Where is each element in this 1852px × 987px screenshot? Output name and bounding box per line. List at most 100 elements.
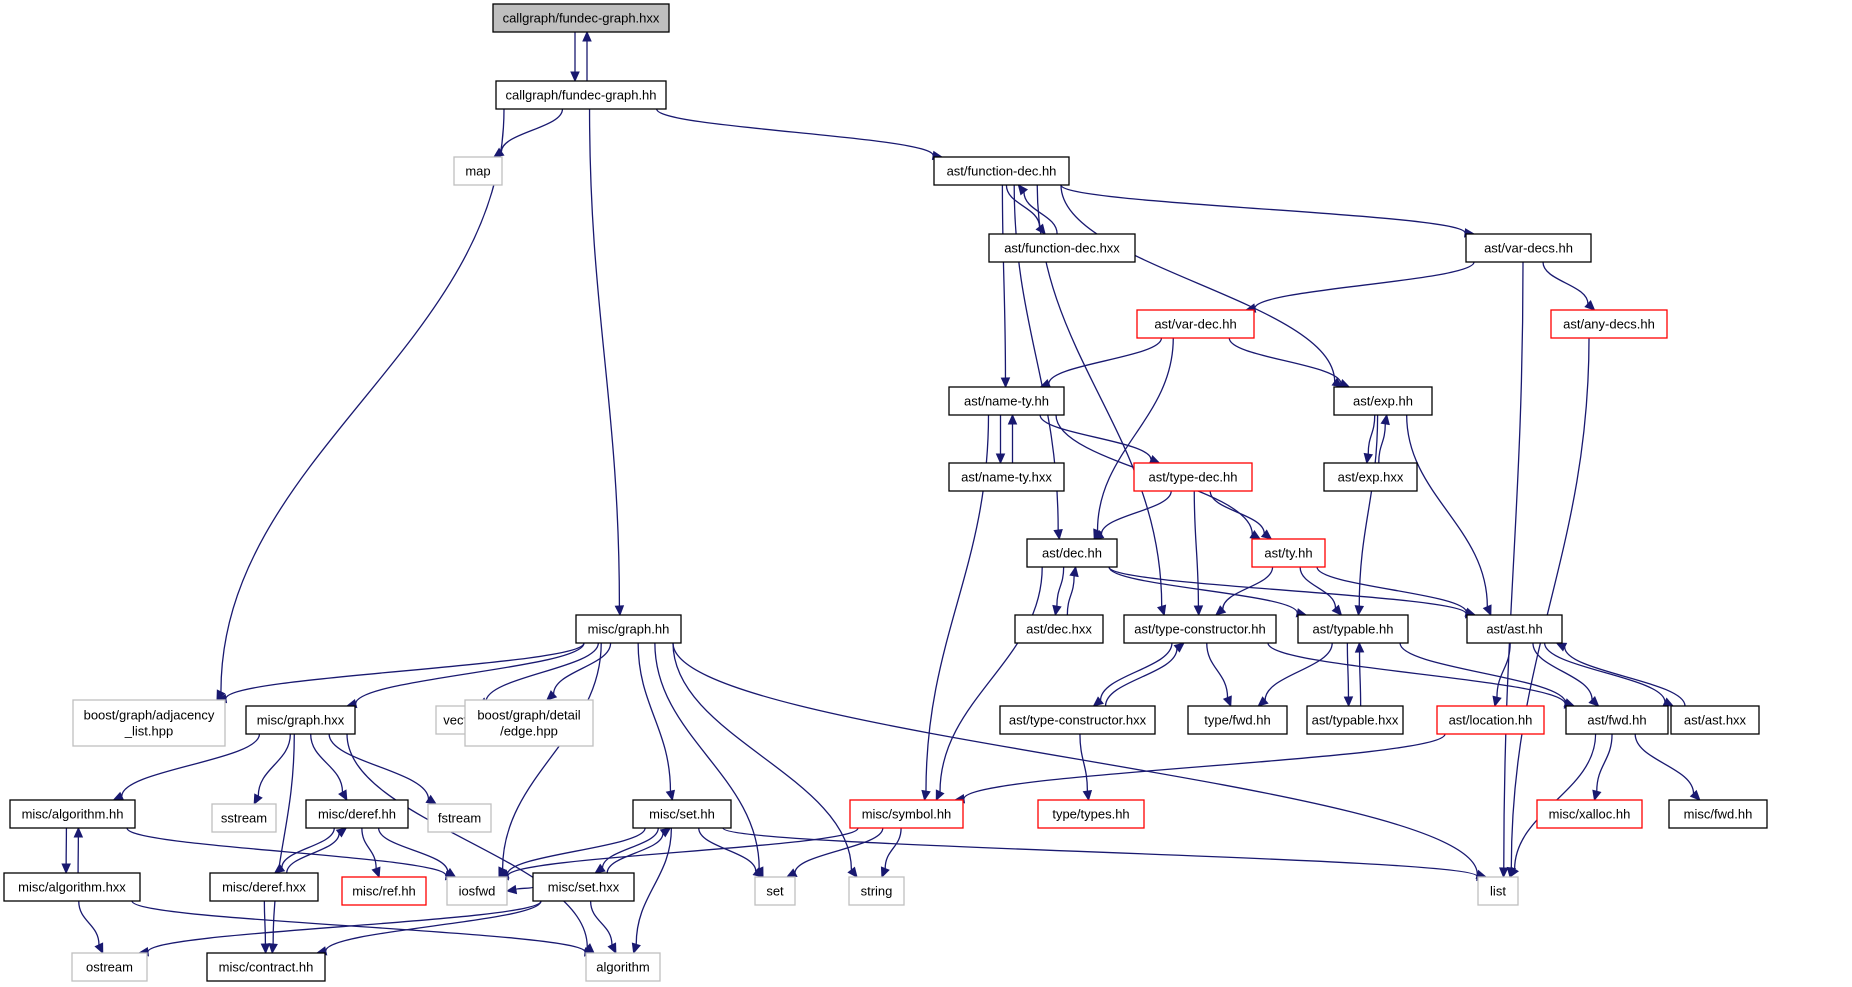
edge-mah-to-max <box>61 827 71 875</box>
node-iosfwd: iosfwd <box>446 876 508 906</box>
edge-msx-to-alg <box>589 900 617 955</box>
edge-tbh-to-tbx <box>1343 642 1354 708</box>
edge-mdh-to-iosfwd <box>377 827 457 878</box>
node-misc-contract-hh[interactable]: misc/contract.hh <box>206 952 326 982</box>
edge-msh-to-set <box>698 827 764 878</box>
node-ast-var-decs-hh[interactable]: ast/var-decs.hh <box>1465 233 1592 263</box>
node-type-fwd-hh[interactable]: type/fwd.hh <box>1187 705 1288 735</box>
edge-vdsh-to-vdh <box>1244 261 1475 313</box>
node-label: sstream <box>221 811 267 826</box>
node-misc-fwd-hh[interactable]: misc/fwd.hh <box>1668 799 1768 829</box>
edge-fdh-to-exph <box>1060 184 1343 388</box>
node-label: type/fwd.hh <box>1204 713 1271 728</box>
node-misc-xalloc-hh[interactable]: misc/xalloc.hh <box>1536 799 1643 829</box>
node-label: callgraph/fundec-graph.hxx <box>503 11 660 26</box>
node-type-types-hh[interactable]: type/types.hh <box>1037 799 1145 829</box>
edge-msx-to-msh <box>606 827 672 874</box>
node-callgraph-fundec-graph-hh[interactable]: callgraph/fundec-graph.hh <box>495 80 667 110</box>
edge-mgh-to-msh <box>637 642 676 802</box>
node-ast-fwd-hh[interactable]: ast/fwd.hh <box>1565 705 1669 735</box>
edge-loch-to-msyh <box>953 733 1446 804</box>
edge-layer <box>61 30 1701 957</box>
node-ast-name-ty-hxx[interactable]: ast/name-ty.hxx <box>948 462 1065 492</box>
edge-mgh-to-iosfwd <box>498 642 602 879</box>
node-label: ast/fwd.hh <box>1587 713 1646 728</box>
node-label: ast/name-ty.hh <box>964 394 1049 409</box>
node-label: misc/deref.hxx <box>222 880 306 895</box>
node-misc-set-hh[interactable]: misc/set.hh <box>632 799 732 829</box>
node-ast-function-dec-hh[interactable]: ast/function-dec.hh <box>933 156 1070 186</box>
edge-root-to-fgh <box>570 32 580 83</box>
edge-astx-to-asth <box>1555 642 1686 707</box>
edge-mdh-to-mrh <box>361 827 381 879</box>
edge-mdx-to-mdh <box>286 827 348 874</box>
node-misc-deref-hh[interactable]: misc/deref.hh <box>305 799 409 829</box>
edge-expx-to-exph <box>1378 413 1390 464</box>
node-label: ast/type-dec.hh <box>1149 470 1238 485</box>
node-ast-ast-hxx[interactable]: ast/ast.hxx <box>1670 705 1760 735</box>
node-misc-deref-hxx[interactable]: misc/deref.hxx <box>209 872 319 902</box>
node-label: ast/function-dec.hh <box>947 164 1057 179</box>
node-map: map <box>453 156 503 186</box>
node-misc-graph-hxx[interactable]: misc/graph.hxx <box>245 705 356 735</box>
edge-decx-to-dech <box>1066 565 1079 616</box>
node-label: misc/algorithm.hh <box>22 807 124 822</box>
node-misc-algorithm-hxx[interactable]: misc/algorithm.hxx <box>3 872 141 902</box>
node-ast-name-ty-hh[interactable]: ast/name-ty.hh <box>948 386 1065 416</box>
node-label: ast/location.hh <box>1449 713 1533 728</box>
edge-fgh-to-bgal <box>216 108 505 702</box>
node-label: ast/dec.hh <box>1042 546 1102 561</box>
edge-mgh-to-bgde <box>545 642 612 701</box>
edge-mgh-to-str <box>672 642 858 878</box>
node-ast-any-decs-hh[interactable]: ast/any-decs.hh <box>1550 309 1668 339</box>
node-ast-exp-hxx[interactable]: ast/exp.hxx <box>1323 462 1418 492</box>
edge-ntx-to-nth <box>1007 413 1018 464</box>
edge-tyh-to-tch <box>1214 566 1274 616</box>
edge-dech-to-msyh <box>935 566 1043 802</box>
edge-max-to-ost <box>78 900 104 955</box>
node-ast-ast-hh[interactable]: ast/ast.hh <box>1466 614 1563 644</box>
node-ast-typable-hh[interactable]: ast/typable.hh <box>1297 614 1409 644</box>
node-callgraph-fundec-graph-hxx[interactable]: callgraph/fundec-graph.hxx <box>492 3 670 33</box>
node-misc-graph-hh[interactable]: misc/graph.hh <box>575 614 682 644</box>
node-ast-type-constructor-hh[interactable]: ast/type-constructor.hh <box>1123 614 1277 644</box>
edge-vdh-to-nth <box>1039 337 1163 388</box>
node-ast-exp-hh[interactable]: ast/exp.hh <box>1333 386 1433 416</box>
node-ast-typable-hxx[interactable]: ast/typable.hxx <box>1306 705 1404 735</box>
node-ast-type-dec-hh[interactable]: ast/type-dec.hh <box>1133 462 1253 492</box>
edge-mah-to-iosfwd <box>126 827 457 881</box>
node-misc-set-hxx[interactable]: misc/set.hxx <box>532 872 635 902</box>
edge-tch-to-tfh <box>1206 642 1232 708</box>
edge-msyh-to-str <box>880 827 902 879</box>
edge-asth-to-astx <box>1543 642 1675 707</box>
edge-msyh-to-set <box>785 827 884 878</box>
edge-afh-to-mxh <box>1592 733 1613 802</box>
node-label: ast/typable.hxx <box>1312 713 1399 728</box>
node-ast-dec-hxx[interactable]: ast/dec.hxx <box>1014 614 1104 644</box>
node-ast-ty-hh[interactable]: ast/ty.hh <box>1251 538 1326 568</box>
node-label: set <box>766 884 784 899</box>
node-misc-algorithm-hh[interactable]: misc/algorithm.hh <box>9 799 136 829</box>
node-ast-location-hh[interactable]: ast/location.hh <box>1436 705 1545 735</box>
edge-msx-to-mch <box>315 900 542 956</box>
node-misc-symbol-hh[interactable]: misc/symbol.hh <box>849 799 964 829</box>
node-layer: callgraph/fundec-graph.hxx callgraph/fund… <box>3 3 1768 982</box>
node-ast-var-dec-hh[interactable]: ast/var-dec.hh <box>1136 309 1255 339</box>
edge-fgh-to-fdh <box>656 108 944 161</box>
node-ast-type-constructor-hxx[interactable]: ast/type-constructor.hxx <box>999 705 1156 735</box>
node-label: list <box>1490 884 1506 899</box>
node-label: misc/graph.hh <box>588 622 670 637</box>
node-label: map <box>465 164 490 179</box>
edge-vdh-to-dech <box>1093 337 1174 541</box>
node-label: ast/any-decs.hh <box>1563 317 1655 332</box>
node-misc-ref-hh[interactable]: misc/ref.hh <box>341 876 427 906</box>
node-algorithm: algorithm <box>585 952 661 982</box>
edge-asth-to-afh <box>1532 642 1600 707</box>
node-fstream: fstream <box>427 803 492 833</box>
edge-exph-to-tbh <box>1354 414 1379 617</box>
node-ast-dec-hh[interactable]: ast/dec.hh <box>1026 538 1118 568</box>
node-label: misc/deref.hh <box>318 807 396 822</box>
node-label: ast/var-decs.hh <box>1484 241 1573 256</box>
node-ast-function-dec-hxx[interactable]: ast/function-dec.hxx <box>988 233 1136 263</box>
edge-tcx-to-tth <box>1079 733 1093 802</box>
